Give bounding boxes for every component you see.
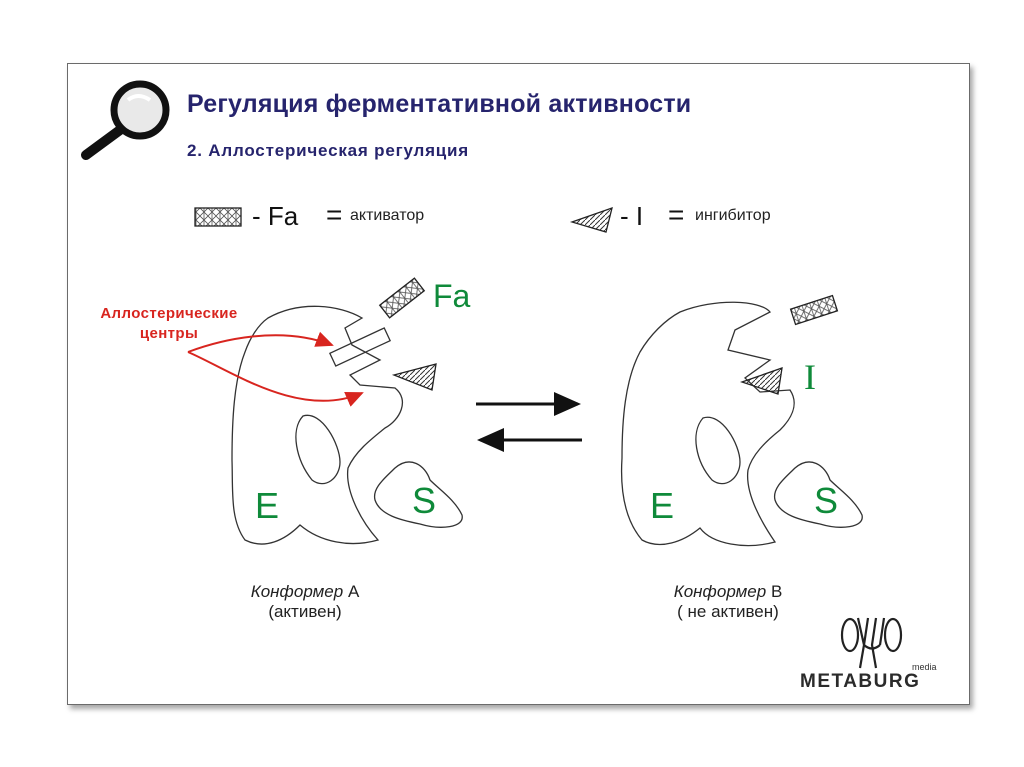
- activator-legend-symbol: [195, 208, 241, 226]
- logo-figures-icon: [842, 618, 901, 668]
- conformer-b-state: ( не активен): [628, 602, 828, 622]
- conformer-b-italic: Конформер: [674, 582, 767, 601]
- conformer-b-letter: B: [771, 582, 782, 601]
- conformer-a-letter: A: [348, 582, 359, 601]
- label-e-b: E: [650, 485, 674, 527]
- allosteric-arrow-2: [188, 352, 362, 401]
- activator-legend-label: - Fa: [252, 201, 298, 232]
- conformer-a-caption: Конформер A (активен): [205, 582, 405, 622]
- activator-legend-word: активатор: [350, 207, 424, 225]
- allosteric-label-line2: центры: [74, 324, 264, 344]
- page-subtitle: 2. Аллостерическая регуляция: [187, 141, 469, 161]
- inhibitor-molecule-a: [394, 364, 436, 390]
- inhibitor-legend-label: - I: [620, 201, 643, 232]
- logo-name: METABURG: [800, 671, 920, 693]
- conformer-a-italic: Конформер: [251, 582, 344, 601]
- inhibitor-legend-symbol: [572, 208, 612, 232]
- inhibitor-legend-word: ингибитор: [695, 207, 771, 225]
- conformer-a-state: (активен): [205, 602, 405, 622]
- enzyme-b-outline: [622, 302, 795, 545]
- conformer-b-caption: Конформер B ( не активен): [628, 582, 828, 622]
- magnifier-icon: [86, 84, 166, 155]
- label-i: I: [804, 356, 816, 398]
- allosteric-label: Аллостерические центры: [74, 304, 264, 344]
- label-e-a: E: [255, 485, 279, 527]
- activator-molecule-b: [791, 296, 838, 325]
- activator-legend-equals: =: [326, 199, 342, 231]
- inhibitor-molecule-b: [742, 368, 782, 394]
- label-s-b: S: [814, 480, 838, 522]
- label-s-a: S: [412, 480, 436, 522]
- inhibitor-legend-equals: =: [668, 199, 684, 231]
- allosteric-label-line1: Аллостерические: [74, 304, 264, 324]
- page-title: Регуляция ферментативной активности: [187, 90, 691, 119]
- activator-molecule-a: [380, 278, 425, 318]
- allosteric-site-a: [330, 328, 390, 366]
- label-fa: Fa: [433, 278, 470, 315]
